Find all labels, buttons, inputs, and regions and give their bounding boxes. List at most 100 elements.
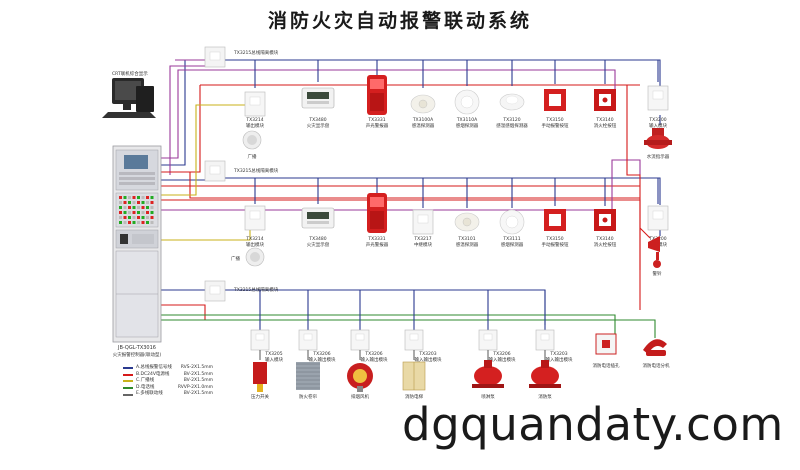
module-window <box>255 333 265 341</box>
power-wire <box>161 85 201 173</box>
broadcast-wire <box>161 228 251 241</box>
indicator-led <box>146 201 149 204</box>
wiring-layer <box>161 59 661 338</box>
device-name: 感烟探测器 <box>501 241 524 248</box>
display-keys <box>307 221 329 224</box>
bus-isolator-3-label: TX3215总线隔离模块 <box>233 286 279 293</box>
speaker-icon: 广播 <box>231 247 265 267</box>
indicator-led <box>141 206 145 209</box>
legend-spec: BV-2X1.5mm <box>183 371 213 377</box>
device-label: 排烟风机 <box>351 393 369 400</box>
legend-swatch <box>123 367 133 370</box>
phone-jack-label: 消防电话插孔 <box>593 362 620 369</box>
power-wire <box>161 304 545 321</box>
device-code: TX3480 <box>308 236 326 242</box>
indicator-led <box>132 221 136 224</box>
indicator-led <box>128 206 131 209</box>
device-name: 输出模块 <box>246 241 264 248</box>
device-code: TX3150 <box>545 236 563 242</box>
legend-spec: RVS-2X1.5mm <box>180 365 213 370</box>
bus-isolator-2-label: TX3215总线隔离模块 <box>233 167 279 174</box>
device-label: 喷淋泵 <box>481 393 495 400</box>
indicator-led <box>146 216 149 219</box>
power-wire <box>639 227 651 239</box>
indicator-led <box>119 196 122 199</box>
strobe-body <box>370 211 384 229</box>
device-name: 输入输出模块 <box>309 356 336 363</box>
telephone-label: 消防电话分机 <box>643 362 670 369</box>
legend-name: C.广播线 <box>136 378 155 384</box>
indicator-led <box>128 221 131 224</box>
bus-isolator-3 <box>204 280 226 302</box>
broadcast-wire <box>161 104 245 196</box>
device-code: TX3480 <box>308 117 326 123</box>
detector-center <box>505 215 519 229</box>
bus-wire <box>225 177 661 205</box>
device-code: TX3205 <box>264 351 282 357</box>
device-code: TX3203 <box>549 351 567 357</box>
indicator-led <box>150 206 154 209</box>
device-code: TX3120 <box>502 117 520 123</box>
device-name: 消火栓按钮 <box>594 241 617 248</box>
indicator-led <box>128 216 131 219</box>
legend-name: A.总线报警信号线 <box>136 365 172 370</box>
bus-wire <box>225 59 661 95</box>
indicator-led <box>132 201 136 204</box>
indicator-led <box>123 201 127 204</box>
device-name: 输入输出模块 <box>361 356 388 363</box>
water-flow-valve-icon: 水流指示器 <box>644 128 672 160</box>
detector-center <box>462 217 472 227</box>
hydrant-dot <box>602 97 608 103</box>
device-code: TX3206 <box>364 351 382 357</box>
indicator-led <box>137 206 140 209</box>
panel-name-label: 火灾报警控制器(联动型) <box>113 351 162 358</box>
bus-wire <box>169 65 205 175</box>
speaker-2-label: 广播 <box>231 255 240 262</box>
indicator-led <box>146 196 149 199</box>
indicator-led <box>132 206 136 209</box>
device-name: 输入输出模块 <box>546 356 573 363</box>
indicator-led <box>123 211 127 214</box>
cabinet-led-strip <box>119 196 154 224</box>
bus-wire <box>161 59 205 166</box>
power-wire <box>161 171 640 199</box>
pump-base <box>529 384 561 388</box>
indicator-led <box>137 216 140 219</box>
speaker-icon: 广播 <box>242 130 262 160</box>
indicator-led <box>119 206 122 209</box>
switch-base <box>257 384 263 392</box>
indicator-led <box>137 211 140 214</box>
strobe-lens <box>370 79 384 89</box>
bus-isolator-1 <box>204 46 226 68</box>
legend-swatch <box>123 393 133 396</box>
device-code: TX3206 <box>312 351 330 357</box>
device-label: 防火卷帘 <box>299 393 317 400</box>
indicator-led <box>128 196 131 199</box>
legend-name: D.电话线 <box>136 384 155 390</box>
bus-wire <box>611 159 641 210</box>
device-code: TX3203 <box>418 351 436 357</box>
indicator-led <box>137 221 140 224</box>
legend-swatch <box>123 387 133 390</box>
legend-swatch <box>123 373 133 376</box>
display-screen <box>307 212 329 219</box>
device-code: TX3100A <box>412 117 434 123</box>
indicator-led <box>119 216 122 219</box>
module-window <box>417 214 429 224</box>
legend-name: B.DC24V电源线 <box>136 371 170 377</box>
indicator-led <box>150 221 154 224</box>
